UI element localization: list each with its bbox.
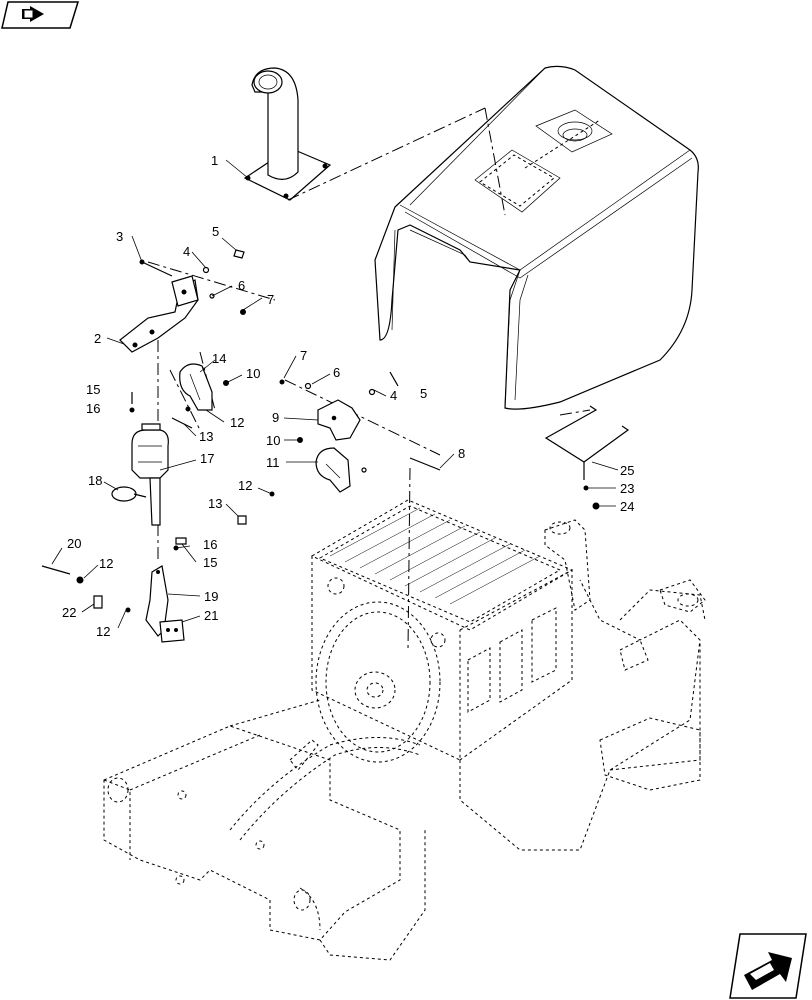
bracket-2 bbox=[119, 275, 199, 353]
callout-12b: 12 bbox=[238, 478, 252, 493]
nut-5a bbox=[233, 249, 245, 259]
callout-5b: 5 bbox=[420, 386, 427, 401]
spacer-22 bbox=[93, 595, 103, 609]
callout-11: 11 bbox=[266, 455, 280, 470]
clamp-11 bbox=[315, 447, 351, 493]
bolt-13b bbox=[237, 515, 247, 525]
callout-18: 18 bbox=[88, 473, 102, 488]
clip-16a bbox=[129, 407, 135, 413]
callout-7: 7 bbox=[267, 292, 274, 307]
bracket-9 bbox=[317, 399, 361, 441]
machine-chassis bbox=[103, 499, 706, 961]
washer-12c bbox=[76, 576, 84, 584]
callout-6: 6 bbox=[238, 278, 245, 293]
callout-15: 15 bbox=[86, 382, 100, 397]
callout-13b: 13 bbox=[208, 496, 222, 511]
callout-22: 22 bbox=[62, 605, 76, 620]
pin-15b bbox=[175, 537, 187, 545]
callout-1: 1 bbox=[211, 153, 218, 168]
nut-7b bbox=[279, 379, 285, 385]
washer-6b bbox=[304, 382, 312, 390]
callout-9: 9 bbox=[272, 410, 279, 425]
callout-labels: 1 2 3 4 5 6 7 14 10 12 13 15 16 17 18 16… bbox=[62, 153, 634, 639]
washer-12a bbox=[185, 406, 191, 412]
callout-12d: 12 bbox=[96, 624, 110, 639]
bolt-13a bbox=[171, 417, 193, 429]
callout-19: 19 bbox=[204, 589, 218, 604]
bolt-5b bbox=[389, 371, 399, 387]
cable-tie-18 bbox=[111, 486, 147, 502]
callout-20: 20 bbox=[67, 536, 81, 551]
callout-16b: 16 bbox=[203, 537, 217, 552]
callout-15b: 15 bbox=[203, 555, 217, 570]
rod-25 bbox=[544, 405, 630, 510]
callout-12: 12 bbox=[230, 415, 244, 430]
clamp-14 bbox=[179, 363, 213, 411]
view-toggle-icon[interactable] bbox=[1, 1, 80, 29]
filter-17 bbox=[131, 423, 169, 526]
nut-7a bbox=[240, 309, 246, 315]
callout-23: 23 bbox=[620, 481, 634, 496]
washer-12d bbox=[125, 607, 131, 613]
callout-7b: 7 bbox=[300, 348, 307, 363]
callout-10: 10 bbox=[246, 366, 260, 381]
callout-24: 24 bbox=[620, 499, 634, 514]
bolt-3 bbox=[139, 259, 173, 277]
callout-2: 2 bbox=[94, 331, 101, 346]
callout-4: 4 bbox=[183, 244, 190, 259]
callout-16: 16 bbox=[86, 401, 100, 416]
callout-17: 17 bbox=[200, 451, 214, 466]
callout-14: 14 bbox=[212, 351, 226, 366]
washer-4b bbox=[368, 388, 376, 396]
callout-13: 13 bbox=[199, 429, 213, 444]
washer-4a bbox=[202, 266, 210, 274]
callout-4b: 4 bbox=[390, 388, 397, 403]
callout-3: 3 bbox=[116, 229, 123, 244]
callout-25: 25 bbox=[620, 463, 634, 478]
washer-12e bbox=[361, 467, 367, 473]
callout-5: 5 bbox=[212, 224, 219, 239]
bolt-20 bbox=[41, 565, 71, 575]
callout-8: 8 bbox=[458, 446, 465, 461]
plate-21 bbox=[159, 619, 185, 643]
callout-12c: 12 bbox=[99, 556, 113, 571]
engine-hood bbox=[374, 65, 699, 410]
next-page-arrow-icon[interactable] bbox=[729, 933, 807, 999]
callout-21: 21 bbox=[204, 608, 218, 623]
bolt-8 bbox=[409, 457, 441, 471]
callout-6b: 6 bbox=[333, 365, 340, 380]
exhaust-stack bbox=[243, 67, 332, 201]
leader-lines bbox=[51, 159, 619, 629]
callout-10b: 10 bbox=[266, 433, 280, 448]
